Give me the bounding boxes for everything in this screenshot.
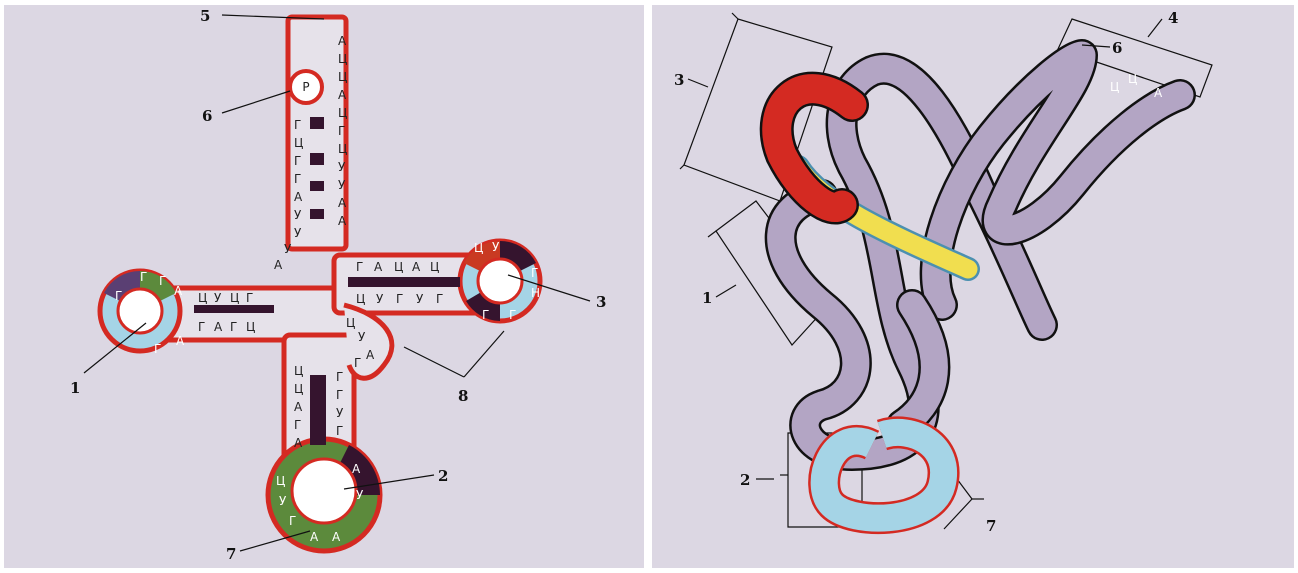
svg-text:У: У bbox=[356, 488, 364, 502]
svg-text:Ц: Ц bbox=[294, 136, 303, 150]
svg-text:Г: Г bbox=[336, 370, 343, 384]
svg-text:Г: Г bbox=[159, 274, 166, 288]
svg-text:Ц: Ц bbox=[276, 474, 285, 488]
svg-text:Ц: Ц bbox=[1110, 80, 1119, 94]
svg-text:Ц: Ц bbox=[198, 291, 207, 305]
svg-text:У: У bbox=[284, 242, 292, 256]
d-stem-pairs bbox=[194, 305, 274, 313]
svg-text:У: У bbox=[492, 240, 500, 254]
callout-3-right: 3 bbox=[674, 71, 684, 89]
callout-3: 3 bbox=[596, 293, 606, 311]
svg-text:Ц: Ц bbox=[294, 364, 303, 378]
callout-6: 6 bbox=[202, 107, 212, 125]
callout-2: 2 bbox=[438, 467, 448, 485]
cloverleaf-panel: Р А Ц Ц А Ц Г Ц bbox=[4, 5, 644, 568]
svg-text:А: А bbox=[294, 400, 303, 414]
svg-text:А: А bbox=[366, 348, 375, 362]
svg-text:У: У bbox=[358, 330, 366, 344]
svg-text:А: А bbox=[338, 196, 347, 210]
svg-text:Н: Н bbox=[531, 286, 540, 300]
callout-1: 1 bbox=[70, 379, 80, 397]
t-stem-pairs bbox=[348, 277, 460, 287]
svg-text:А: А bbox=[294, 190, 303, 204]
svg-text:Г: Г bbox=[531, 266, 538, 280]
cca-end: Ц Ц А bbox=[1110, 72, 1163, 100]
svg-text:А: А bbox=[338, 34, 347, 48]
svg-text:Г: Г bbox=[294, 118, 301, 132]
svg-text:Г: Г bbox=[246, 291, 253, 305]
svg-text:Ц: Ц bbox=[294, 382, 303, 396]
callout-1-right: 1 bbox=[702, 289, 712, 307]
svg-text:Г: Г bbox=[436, 292, 443, 306]
svg-text:А: А bbox=[294, 436, 303, 450]
svg-text:А: А bbox=[1154, 86, 1163, 100]
svg-text:Г: Г bbox=[482, 308, 489, 322]
svg-text:Ц: Ц bbox=[338, 70, 347, 84]
svg-text:Г: Г bbox=[289, 514, 296, 528]
svg-text:Г: Г bbox=[338, 124, 345, 138]
svg-text:Г: Г bbox=[294, 172, 301, 186]
svg-text:У: У bbox=[214, 291, 222, 305]
svg-text:Г: Г bbox=[230, 320, 237, 334]
svg-text:А: А bbox=[274, 258, 283, 272]
svg-text:Ц: Ц bbox=[246, 320, 255, 334]
svg-text:А: А bbox=[352, 462, 361, 476]
svg-text:У: У bbox=[279, 494, 287, 508]
svg-text:А: А bbox=[412, 260, 421, 274]
svg-text:Ц: Ц bbox=[356, 292, 365, 306]
svg-text:Ц: Ц bbox=[338, 52, 347, 66]
svg-text:Г: Г bbox=[294, 418, 301, 432]
svg-text:Г: Г bbox=[354, 356, 361, 370]
svg-text:А: А bbox=[214, 320, 223, 334]
callout-5: 5 bbox=[200, 7, 210, 25]
phosphate-label: Р bbox=[302, 80, 309, 94]
svg-text:А: А bbox=[176, 334, 185, 348]
svg-text:У: У bbox=[294, 208, 302, 222]
svg-text:Ц: Ц bbox=[338, 142, 347, 156]
callout-8: 8 bbox=[458, 387, 468, 405]
svg-text:Ц: Ц bbox=[230, 291, 239, 305]
svg-text:Г: Г bbox=[154, 342, 161, 356]
svg-text:Г: Г bbox=[509, 308, 516, 322]
tertiary-structure-diagram: Ц Ц А 3 1 2 4 6 7 bbox=[652, 5, 1294, 568]
svg-text:Г: Г bbox=[356, 260, 363, 274]
svg-text:А: А bbox=[174, 284, 183, 298]
svg-text:Ц: Ц bbox=[430, 260, 439, 274]
svg-text:У: У bbox=[376, 292, 384, 306]
svg-text:Г: Г bbox=[294, 154, 301, 168]
svg-text:Ц: Ц bbox=[474, 241, 483, 255]
svg-text:А: А bbox=[310, 530, 319, 544]
svg-text:У: У bbox=[336, 406, 344, 420]
callout-4-right: 4 bbox=[1168, 9, 1178, 27]
svg-text:А: А bbox=[338, 88, 347, 102]
cloverleaf-diagram: Р А Ц Ц А Ц Г Ц bbox=[4, 5, 644, 568]
svg-text:Г: Г bbox=[198, 320, 205, 334]
svg-text:Г: Г bbox=[336, 424, 343, 438]
callout-7-right: 7 bbox=[986, 517, 996, 535]
svg-text:Г: Г bbox=[115, 289, 122, 303]
svg-text:Г: Г bbox=[336, 388, 343, 402]
svg-text:Ц: Ц bbox=[338, 106, 347, 120]
callout-7: 7 bbox=[226, 545, 236, 563]
svg-text:У: У bbox=[294, 226, 302, 240]
svg-text:Ц: Ц bbox=[1128, 72, 1137, 86]
svg-text:Ц: Ц bbox=[394, 260, 403, 274]
svg-text:У: У bbox=[338, 178, 346, 192]
callout-2-right: 2 bbox=[740, 471, 750, 489]
svg-text:У: У bbox=[416, 292, 424, 306]
svg-text:У: У bbox=[338, 160, 346, 174]
svg-text:А: А bbox=[332, 530, 341, 544]
svg-text:Г: Г bbox=[140, 270, 147, 284]
svg-text:А: А bbox=[338, 214, 347, 228]
svg-text:Ц: Ц bbox=[346, 316, 355, 330]
tertiary-structure-panel: Ц Ц А 3 1 2 4 6 7 bbox=[652, 5, 1294, 568]
svg-text:А: А bbox=[374, 260, 383, 274]
svg-text:Г: Г bbox=[396, 292, 403, 306]
anticodon-stem-pairs bbox=[310, 375, 326, 445]
callout-6-right: 6 bbox=[1112, 39, 1122, 57]
